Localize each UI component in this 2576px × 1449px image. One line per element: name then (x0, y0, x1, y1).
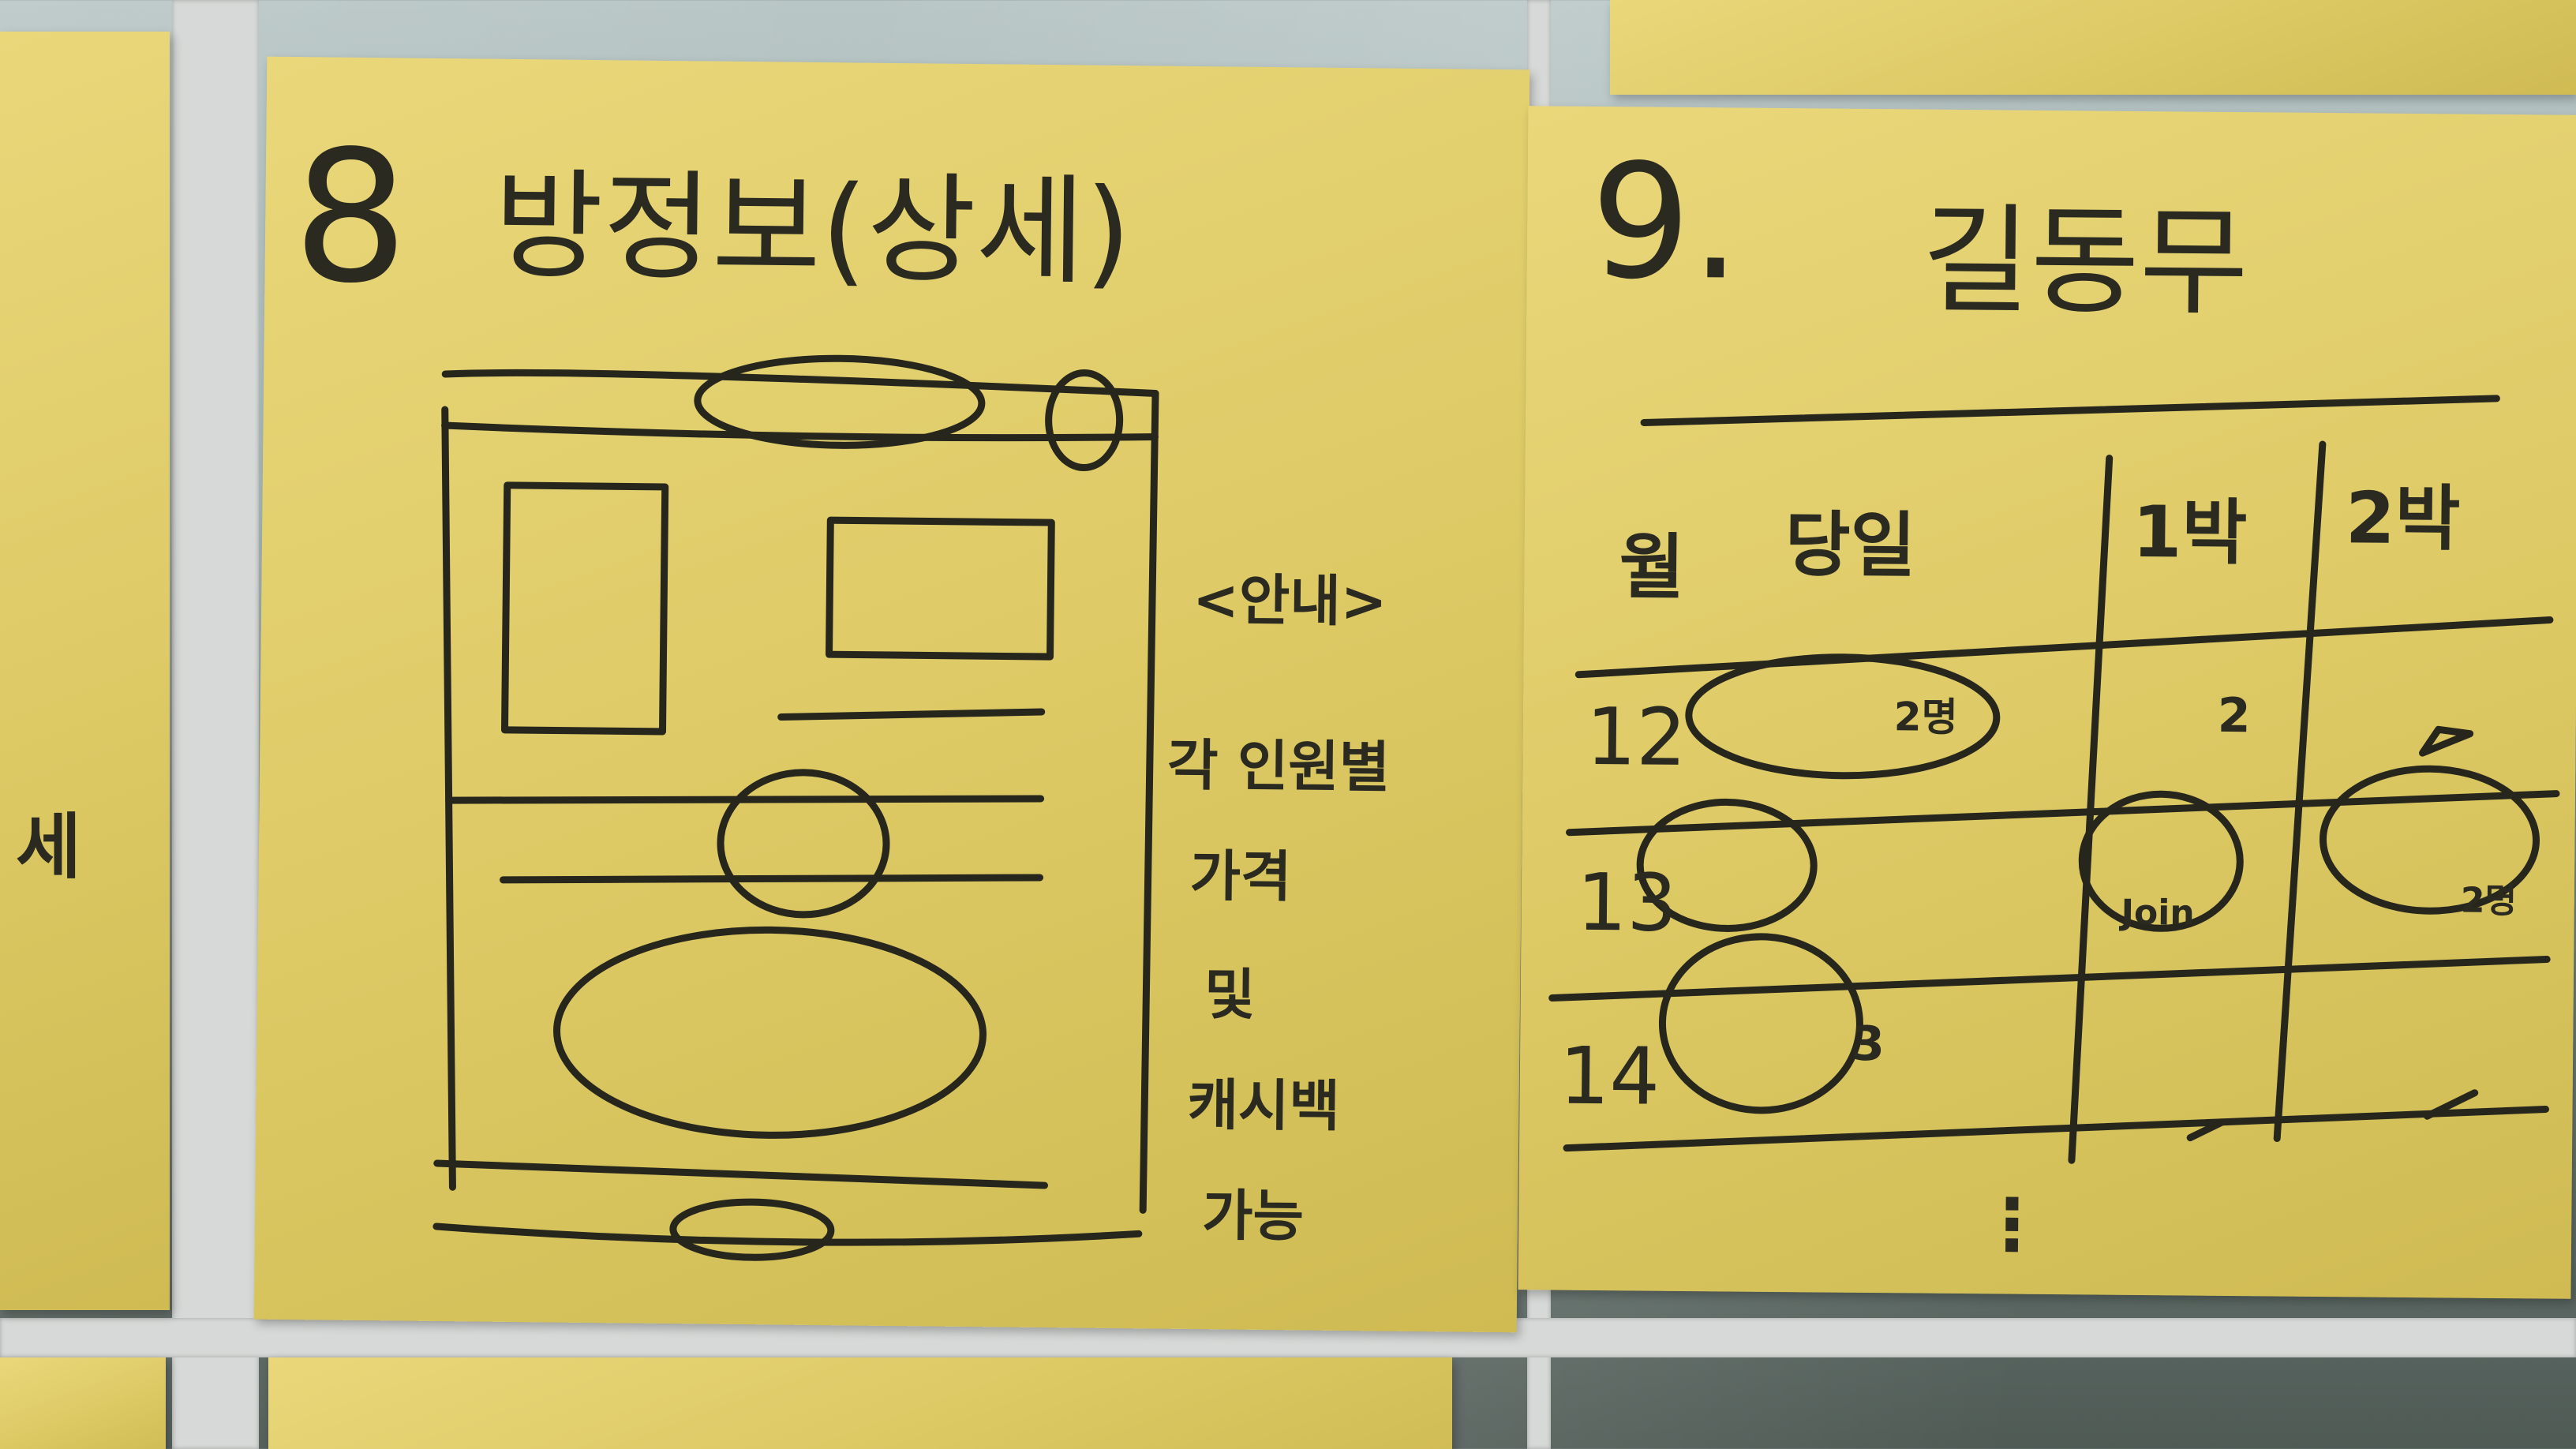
cell-text: 2명 (1893, 694, 1958, 740)
header-same-day: 당일 (1784, 504, 1916, 588)
sticky-note-left: 세 (0, 32, 170, 1310)
sticky-note-room-info: 8 방정보(상세) <안내> 각 인원별 가격 및 캐시백 가능 (253, 56, 1530, 1333)
row-label: 12 (1586, 690, 1687, 784)
sticky-note-bottom-left (0, 1357, 166, 1449)
cell-text: 3 (1851, 1016, 1885, 1073)
cell-text: 2명 (2460, 880, 2518, 922)
annotation-item: 및 (1204, 962, 1256, 1028)
header-month: 월 (1619, 526, 1685, 609)
cell-text: 2 (2217, 687, 2251, 744)
sticky-note-companion: 9. 길동무 월 당일 1박 2박 12 13 14 2명 2 Join 2명 … (1518, 106, 2576, 1299)
annotation-item: 캐시백 (1187, 1072, 1341, 1139)
phone-wireframe-sketch (432, 354, 1159, 1261)
schedule-grid-sketch (1548, 395, 2560, 1164)
sticky-note-top-right (1610, 0, 2576, 95)
annotation-item: 가격 (1189, 843, 1292, 910)
annotation-item: 가능 (1201, 1183, 1305, 1249)
continuation-dots: ⋮ (1975, 1183, 2048, 1267)
cell-text: Join (2121, 892, 2195, 934)
annotation-header: <안내> (1192, 567, 1387, 635)
annotation-item: 각 인원별 (1166, 732, 1391, 800)
row-label: 14 (1559, 1029, 1661, 1123)
sticky-note-bottom (268, 1357, 1452, 1449)
header-two-nights: 2박 (2345, 477, 2461, 561)
left-note-fragment: 세 (16, 806, 81, 889)
header-one-night: 1박 (2132, 490, 2248, 575)
row-label: 13 (1576, 856, 1678, 949)
window-frame-vertical-left (172, 0, 259, 1449)
